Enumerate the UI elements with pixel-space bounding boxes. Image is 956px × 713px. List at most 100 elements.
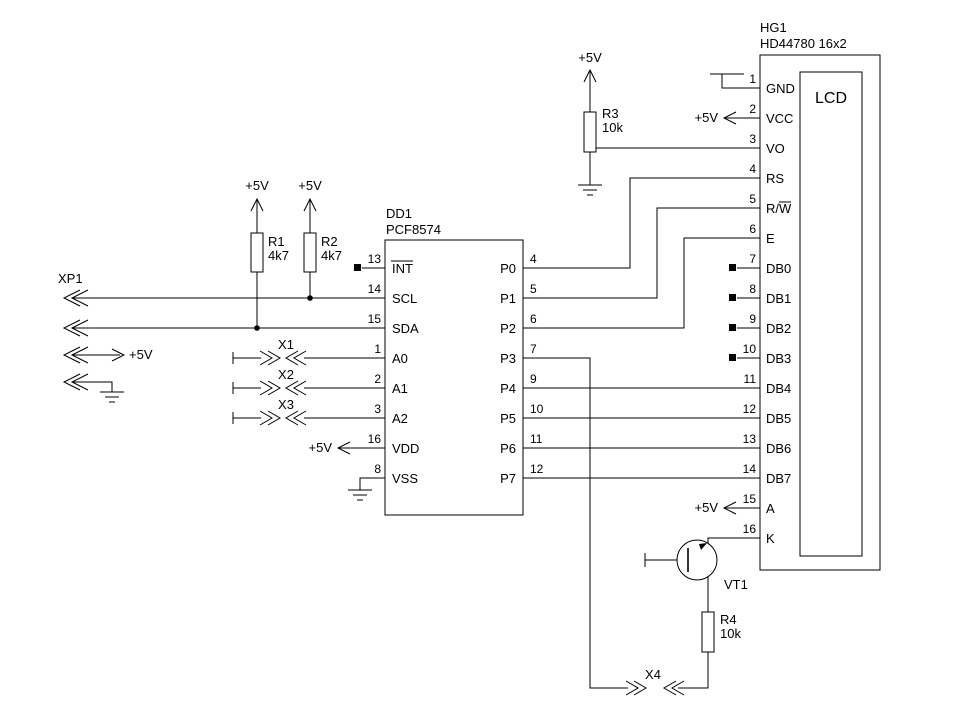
resistor-r4: R4 10k: [701, 611, 741, 653]
hg1-pin-name: DB1: [766, 291, 791, 306]
wire-p3-backlight: [523, 357, 628, 689]
dd1-pin-number: 12: [530, 462, 544, 476]
vcc-arrow-icon: [722, 501, 737, 515]
jumper-x2-label: X2: [278, 367, 294, 382]
hg1-pin-name: DB2: [766, 321, 791, 336]
dd1-pin-name: P2: [500, 321, 516, 336]
transistor-body: [676, 539, 718, 581]
dd1-pin-number: 8: [374, 462, 381, 476]
dd1-pin-name: A0: [392, 351, 408, 366]
hg1-part-label: HD44780 16x2: [760, 36, 847, 51]
hg1-ref-label: HG1: [760, 20, 787, 35]
dd1-pin-name: A2: [392, 411, 408, 426]
vcc-label: +5V: [578, 50, 602, 65]
vcc-label: +5V: [309, 440, 333, 455]
hg1-pin-name: VO: [766, 141, 785, 156]
r1-value-label: 4k7: [268, 248, 289, 263]
vcc-arrow-icon: [111, 348, 126, 362]
xp1-contact-icon: [62, 289, 89, 307]
wire-lcd-gnd: [721, 74, 760, 89]
jumper-x4: X4: [625, 667, 685, 696]
wire-lcd-k: [707, 537, 760, 543]
vcc-arrow-icon: [336, 441, 351, 455]
hg1-pin-number: 8: [749, 282, 756, 296]
dd1-pin-name: SDA: [392, 321, 419, 336]
vcc-label: +5V: [695, 500, 719, 515]
resistor-r3: +5V R3 10k: [578, 50, 623, 196]
hg1-pin-number: 13: [743, 432, 757, 446]
r2-value-label: 4k7: [321, 248, 342, 263]
ic-dd1: DD1 PCF8574 13 14 15 1 2 3 16 8 INT SCL …: [309, 206, 544, 516]
r2-ref-label: R2: [321, 234, 338, 249]
dd1-pin-name: VDD: [392, 441, 419, 456]
wire-xp1-gnd: [72, 381, 113, 392]
nc-terminal: [729, 294, 736, 301]
dd1-pin-number: 15: [368, 312, 382, 326]
hg1-pin-name: R/W: [766, 201, 792, 216]
ground-icon: [100, 391, 124, 403]
hg1-pin-name: DB4: [766, 381, 791, 396]
jumper-x2: X2: [232, 367, 307, 396]
nc-terminal: [729, 264, 736, 271]
dd1-pin-number: 7: [530, 342, 537, 356]
hg1-pin-name: A: [766, 501, 775, 516]
hg1-pin-number: 4: [749, 162, 756, 176]
hg1-pin-number: 5: [749, 192, 756, 206]
vt1-ref-label: VT1: [724, 577, 748, 592]
r4-ref-label: R4: [720, 612, 737, 627]
dd1-pin-number: 3: [374, 402, 381, 416]
resistor-body: [583, 111, 597, 153]
transistor-vt1: VT1: [676, 539, 748, 592]
xp1-contact-icon: [62, 346, 89, 364]
dd1-pin-number: 16: [368, 432, 382, 446]
hg1-pin-number: 2: [749, 102, 756, 116]
resistor-body: [303, 232, 317, 273]
dd1-pin-number: 14: [368, 282, 382, 296]
dd1-pin-name: VSS: [392, 471, 418, 486]
xp1-ref-label: XP1: [58, 271, 83, 286]
resistor-r2: +5V R2 4k7: [298, 178, 342, 273]
jumper-contact-icon: [259, 380, 307, 396]
junction-dot: [254, 325, 260, 331]
xp1-connector: XP1 +5V: [58, 271, 153, 403]
dd1-pin-name: P4: [500, 381, 516, 396]
dd1-pin-number: 10: [530, 402, 544, 416]
dd1-box: [384, 239, 524, 516]
jumper-contact-icon: [259, 350, 307, 366]
dd1-pin-number: 2: [374, 372, 381, 386]
jumper-x1-label: X1: [278, 337, 294, 352]
dd1-pin-name: INT: [392, 261, 413, 276]
jumper-contact-icon: [259, 410, 307, 426]
hg1-pin-number: 14: [743, 462, 757, 476]
dd1-pin-number: 9: [530, 372, 537, 386]
lcd-label: LCD: [815, 90, 847, 107]
wire-p2-e: [523, 237, 760, 329]
ground-icon: [578, 184, 602, 196]
dd1-pin-number: 5: [530, 282, 537, 296]
vcc-arrow-icon: [722, 111, 737, 125]
dd1-pin-name: P0: [500, 261, 516, 276]
vcc-label: +5V: [245, 178, 269, 193]
hg1-pin-name: DB7: [766, 471, 791, 486]
hg1-pin-name: DB3: [766, 351, 791, 366]
hg1-pin-number: 10: [743, 342, 757, 356]
hg1-pin-name: DB0: [766, 261, 791, 276]
nc-terminal: [729, 354, 736, 361]
dd1-part-label: PCF8574: [386, 222, 441, 237]
jumper-x3: X3: [232, 397, 307, 426]
dd1-pin-name: P5: [500, 411, 516, 426]
wire-r4-bottom: [678, 652, 709, 689]
xp1-contact-icon: [62, 373, 89, 391]
hg1-pin-number: 3: [749, 132, 756, 146]
nc-terminal: [729, 324, 736, 331]
hg1-pin-number: 12: [743, 402, 757, 416]
dd1-pin-number: 4: [530, 252, 537, 266]
hg1-pin-number: 15: [743, 492, 757, 506]
r1-ref-label: R1: [268, 234, 285, 249]
hg1-pin-name: DB5: [766, 411, 791, 426]
lcd-hg1: HG1 HD44780 16x2 LCD +5V +5V 1 2 3 4 5 6…: [695, 20, 881, 571]
dd1-pin-name: P6: [500, 441, 516, 456]
dd1-pin-name: A1: [392, 381, 408, 396]
dd1-pin-name: P7: [500, 471, 516, 486]
